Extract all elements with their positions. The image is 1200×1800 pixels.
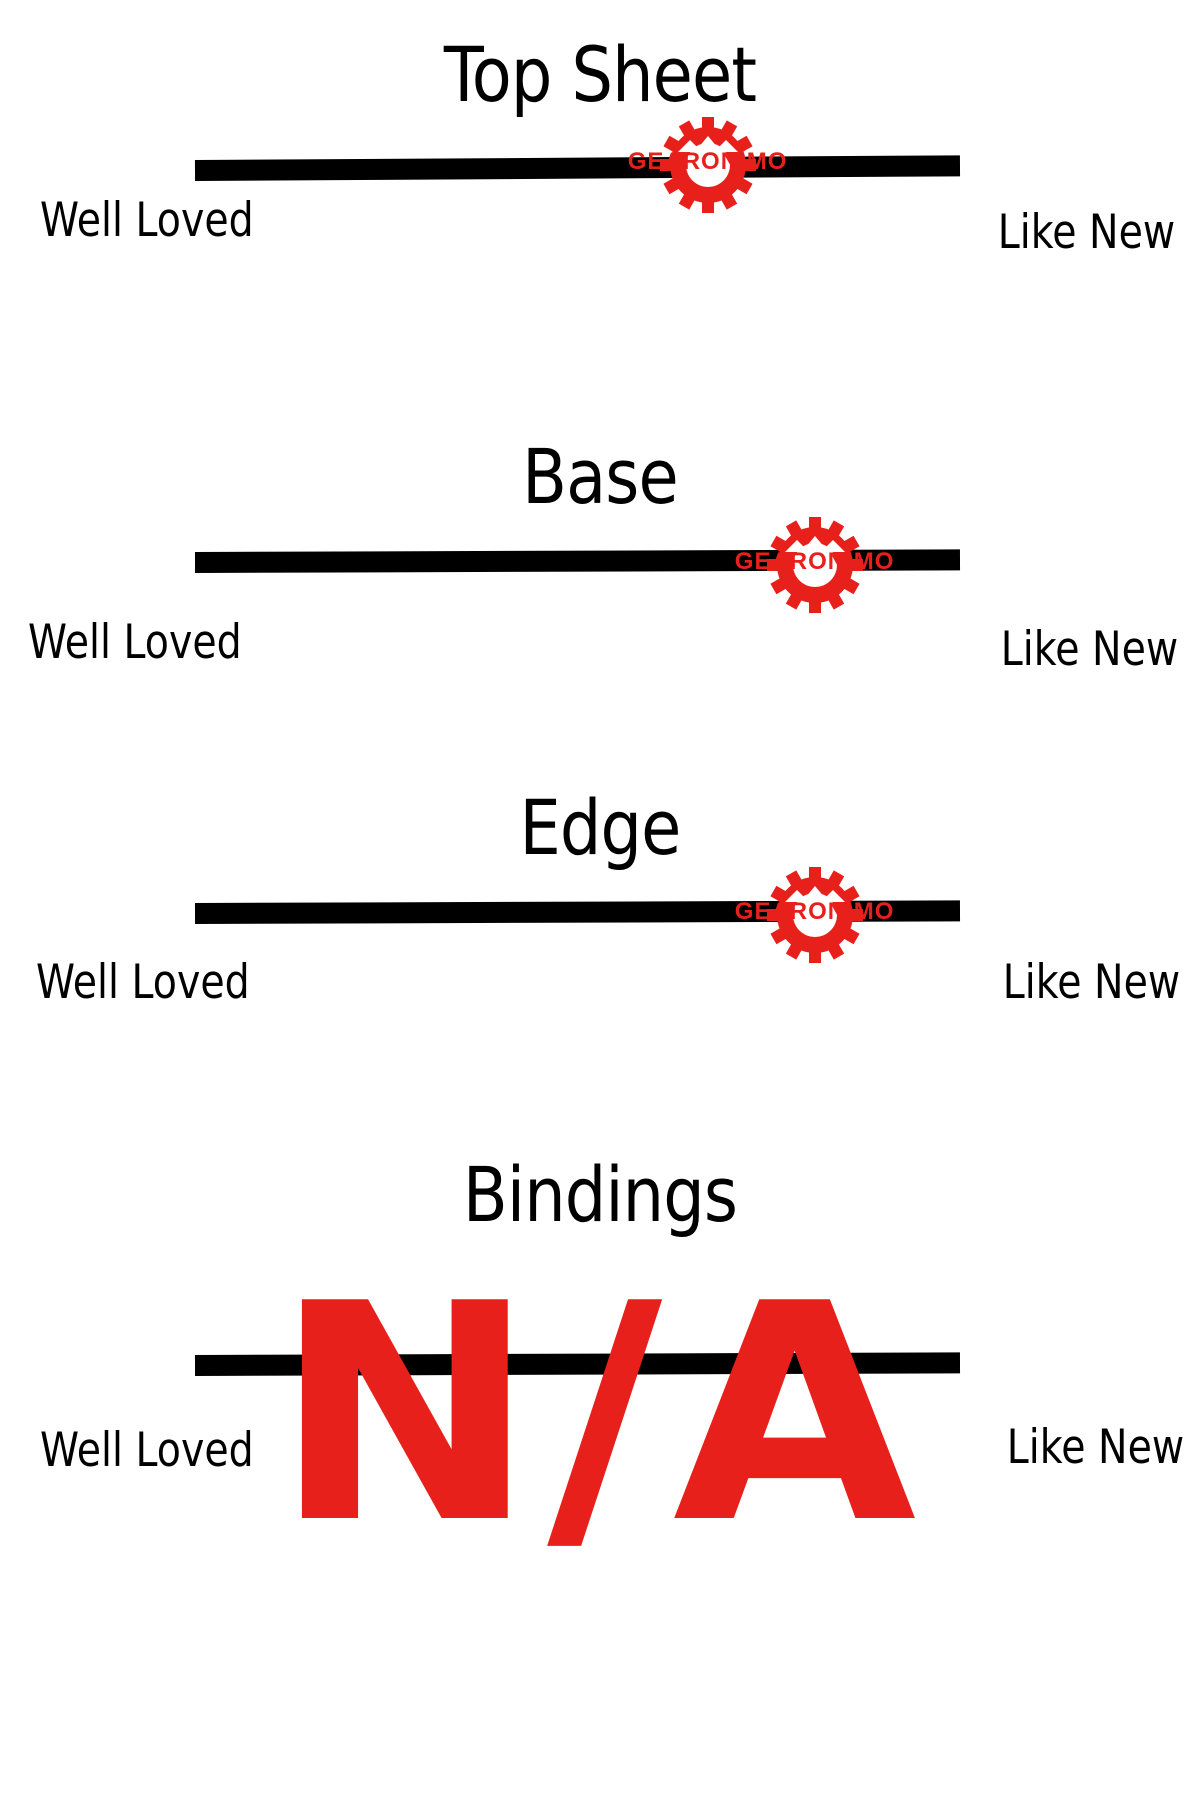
section-title: Top Sheet xyxy=(443,30,757,119)
section-title: Edge xyxy=(519,783,681,872)
marker-brand-text: GEARONIMO xyxy=(627,148,788,175)
scale-right-label: Like New xyxy=(1000,622,1178,677)
gear-logo-icon xyxy=(766,517,863,613)
gear-logo-icon xyxy=(659,117,756,213)
section-top-sheet: Top Sheet GEARONIMO Well Loved Like New xyxy=(0,0,1200,400)
marker-brand-text: GEARONIMO xyxy=(734,548,895,575)
section-bindings: Bindings Well Loved Like New xyxy=(0,1100,1200,1800)
scale-left-label: Well Loved xyxy=(28,615,242,670)
scale-right-label: Like New xyxy=(1006,1420,1184,1475)
rating-marker: GEARONIMO xyxy=(715,510,915,620)
marker-brand-text: GEARONIMO xyxy=(734,898,895,925)
rating-marker: GEARONIMO xyxy=(715,860,915,970)
section-base: Base GEARONIMO Well Loved Like New xyxy=(0,400,1200,780)
not-applicable-stamp: N/A xyxy=(273,1240,927,1589)
section-title: Bindings xyxy=(462,1150,738,1239)
section-title: Base xyxy=(522,432,679,521)
section-edge: Edge GEARONIMO Well Loved Like New xyxy=(0,780,1200,1100)
gear-logo-icon xyxy=(766,867,863,963)
rating-marker: GEARONIMO xyxy=(608,110,808,220)
scale-left-label: Well Loved xyxy=(40,1423,254,1478)
scale-right-label: Like New xyxy=(997,205,1175,260)
scale-bar xyxy=(194,155,961,181)
scale-left-label: Well Loved xyxy=(36,955,250,1010)
scale-right-label: Like New xyxy=(1002,955,1180,1010)
scale-left-label: Well Loved xyxy=(40,193,254,248)
